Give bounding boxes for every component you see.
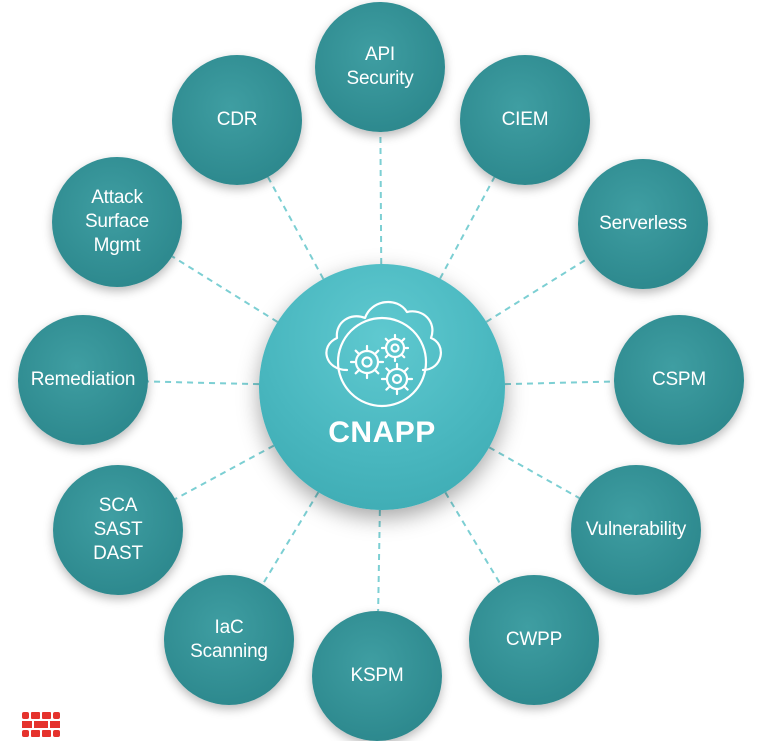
node-cspm: CSPM (614, 315, 744, 445)
connector-line (444, 491, 502, 585)
connector-line (485, 257, 589, 323)
node-attack-surface-mgmt: Attack Surface Mgmt (52, 157, 182, 287)
connector-line (147, 380, 260, 386)
node-api-security: API Security (315, 2, 445, 132)
node-sca-sast-dast: SCA SAST DAST (53, 465, 183, 595)
connector-line (171, 255, 279, 323)
cloud-gears-icon (325, 300, 442, 408)
node-cwpp: CWPP (469, 575, 599, 705)
connector-line (488, 446, 580, 499)
node-vulnerability: Vulnerability (571, 465, 701, 595)
fortinet-logo-icon (22, 712, 60, 737)
connector-line (267, 176, 325, 280)
connector-line (261, 491, 320, 585)
node-serverless: Serverless (578, 159, 708, 289)
connector-line (504, 380, 615, 386)
cnapp-hub: CNAPP (259, 264, 505, 510)
node-iac-scanning: IaC Scanning (164, 575, 294, 705)
connector-line (377, 509, 381, 612)
connector-line (439, 176, 496, 280)
hub-label: CNAPP (328, 416, 436, 449)
node-remediation: Remediation (18, 315, 148, 445)
node-kspm: KSPM (312, 611, 442, 741)
connector-line (174, 444, 275, 500)
node-cdr: CDR (172, 55, 302, 185)
node-ciem: CIEM (460, 55, 590, 185)
connector-line (379, 131, 383, 265)
